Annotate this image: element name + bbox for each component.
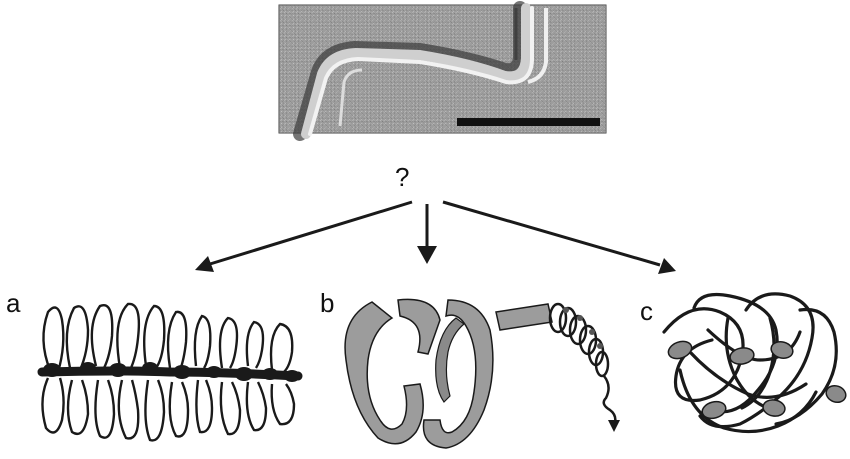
panel-label-b: b [320, 290, 334, 316]
panel-label-a: a [6, 290, 20, 316]
panel-label-c: c [640, 298, 653, 324]
question-mark: ? [395, 164, 409, 190]
model-c-network [664, 294, 836, 432]
arrow-down-icon [417, 204, 437, 264]
model-b-helix [345, 299, 620, 448]
model-c-beads [666, 338, 848, 420]
scale-bar [457, 118, 600, 126]
arrow-right-icon [443, 202, 676, 274]
arrow-left-icon [195, 202, 412, 272]
micrograph-image [279, 5, 606, 134]
model-a-axis [42, 362, 300, 382]
